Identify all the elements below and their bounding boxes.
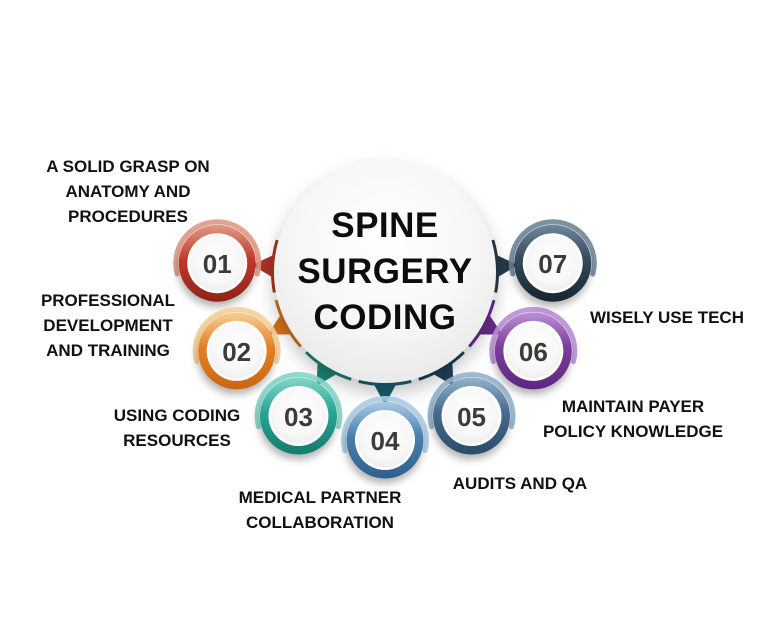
step-07: 07 (508, 219, 597, 302)
step-label-02: PROFESSIONAL DEVELOPMENT AND TRAINING (40, 291, 176, 360)
step-04: 04 (341, 396, 429, 479)
step-02: 02 (192, 306, 281, 390)
step-number-06: 06 (519, 337, 548, 367)
step-disc-06 (505, 323, 561, 379)
step-swoosh-06 (489, 306, 578, 365)
step-swoosh-01 (173, 219, 262, 277)
step-swoosh-04 (341, 396, 429, 454)
step-label-01: A SOLID GRASP ON ANATOMY AND PROCEDURES (46, 157, 210, 226)
step-number-01: 01 (203, 249, 232, 279)
step-number-05: 05 (457, 402, 486, 432)
step-disc-04 (357, 412, 413, 468)
step-disc-05 (444, 388, 500, 444)
step-number-04: 04 (371, 426, 400, 456)
step-disc-01 (189, 235, 245, 291)
center-title: SPINE SURGERY CODING (297, 206, 473, 337)
step-swoosh-05 (427, 372, 516, 430)
step-label-06: MAINTAIN PAYER POLICY KNOWLEDGE (542, 397, 724, 441)
step-disc-02 (209, 323, 265, 379)
step-label-04: MEDICAL PARTNER COLLABORATION (238, 488, 402, 532)
step-swoosh-03 (254, 372, 343, 430)
step-05: 05 (427, 372, 516, 455)
step-disc-07 (525, 235, 581, 291)
step-number-07: 07 (538, 249, 567, 279)
step-swoosh-02 (192, 306, 281, 365)
step-03: 03 (254, 372, 343, 455)
step-number-02: 02 (222, 337, 251, 367)
step-disc-03 (270, 388, 326, 444)
center-circle (274, 161, 496, 383)
step-label-03: USING CODING RESOURCES (113, 406, 241, 450)
step-number-03: 03 (284, 402, 313, 432)
step-swoosh-07 (508, 219, 597, 277)
step-label-07: WISELY USE TECH (590, 308, 744, 327)
step-01: 01 (173, 219, 262, 302)
step-label-05: AUDITS AND QA (452, 474, 588, 493)
step-06: 06 (489, 306, 578, 390)
